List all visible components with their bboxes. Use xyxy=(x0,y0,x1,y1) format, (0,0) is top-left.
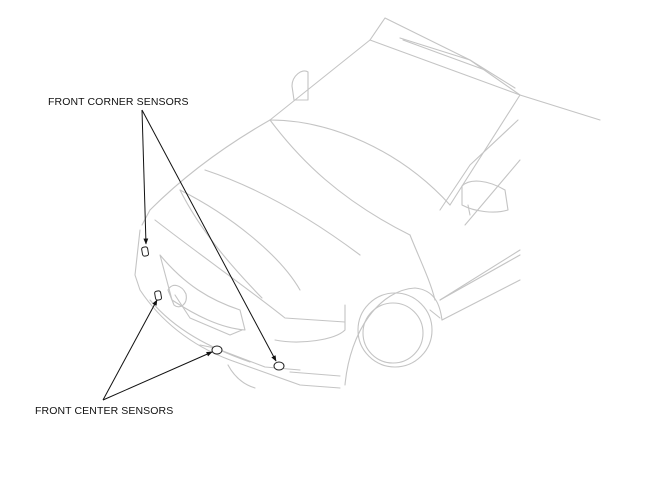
front-corner-sensors-label: FRONT CORNER SENSORS xyxy=(48,96,189,108)
leader-corner-left xyxy=(141,109,149,245)
sensor-markers xyxy=(141,246,285,371)
leader-lines xyxy=(102,109,277,401)
front-center-sensors-label: FRONT CENTER SENSORS xyxy=(35,405,174,417)
front-center-sensor-left xyxy=(154,290,163,301)
leader-center-right xyxy=(102,351,213,401)
front-corner-sensor-left xyxy=(141,246,150,257)
front-center-sensor-right xyxy=(211,345,223,355)
leader-center-left xyxy=(102,299,158,401)
car-body-outline xyxy=(134,17,601,389)
front-corner-sensor-right xyxy=(273,361,285,371)
leader-corner-right xyxy=(141,109,277,362)
